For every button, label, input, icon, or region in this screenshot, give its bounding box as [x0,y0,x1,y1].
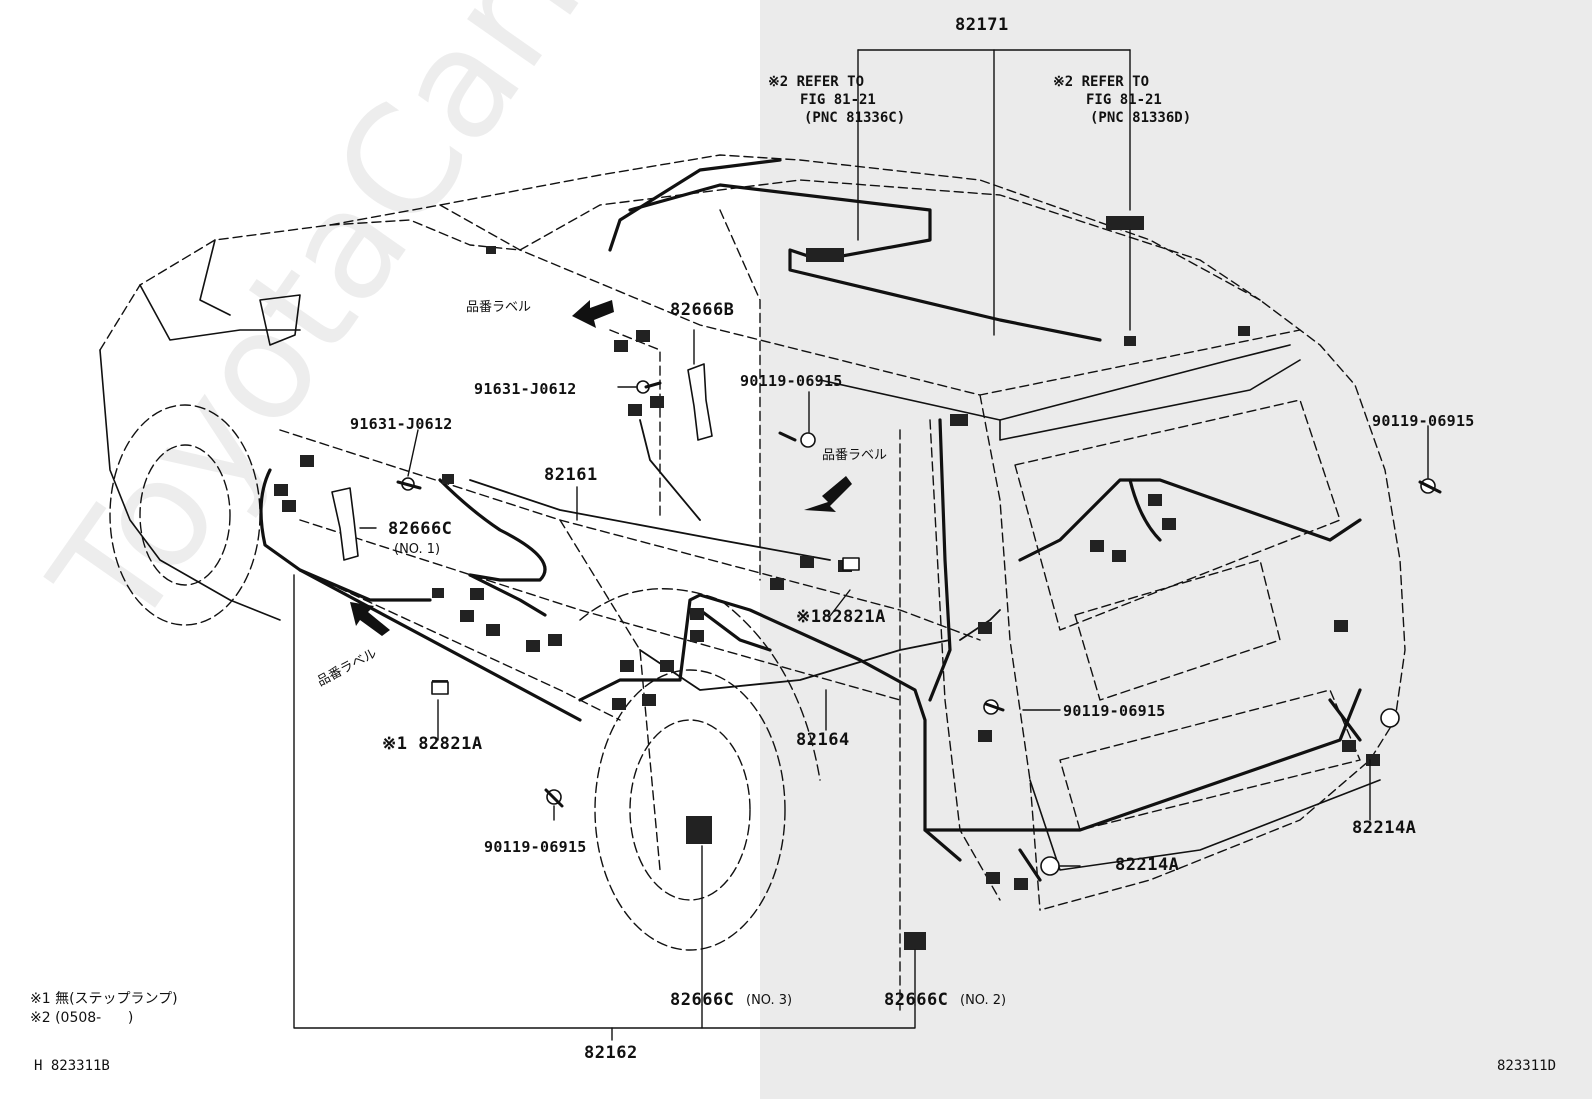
diagram-code-right: 823311D [1497,1058,1557,1074]
label-no3: (NO. 3) [746,993,793,1008]
label-82171: 82171 [955,15,1009,35]
shaded-region [760,0,1592,1099]
refer-left-line1: ※2 REFER TO [768,74,865,90]
label-82164: 82164 [796,730,850,750]
label-82162: 82162 [584,1043,638,1063]
refer-right-line3: (PNC 81336D) [1090,110,1192,126]
label-82214A-mid: 82214A [1115,855,1180,875]
label-no1: (NO. 1) [394,542,441,557]
label-91631-left: 91631-J0612 [350,415,453,433]
refer-right-line1: ※2 REFER TO [1053,74,1150,90]
label-90119-bottom: 90119-06915 [484,838,587,856]
refer-left-line3: (PNC 81336C) [804,110,906,126]
connectors [274,216,1380,950]
label-82666C-no1: 82666C [388,519,453,539]
label-82214A-right: 82214A [1352,818,1417,838]
refer-left-line2: FIG 81-21 [800,92,876,108]
vehicle-body-outline [99,154,1406,1011]
label-82821A-mid: ※182821A [796,607,886,627]
label-90119-lower: 90119-06915 [1063,702,1166,720]
footnote-1: ※1 無(ステップランプ) [30,991,178,1007]
label-90119-mid: 90119-06915 [740,372,843,390]
part-number-label-tag-1: 品番ラベル [466,300,532,315]
vehicle-body-solid [99,239,1381,871]
label-90119-right: 90119-06915 [1372,412,1475,430]
part-number-label-tag-2: 品番ラベル [822,448,888,463]
diagram-code-left: H 823311B [34,1058,110,1074]
label-82666C-no2: 82666C [884,990,949,1010]
refer-right-line2: FIG 81-21 [1086,92,1162,108]
thin-wires [469,419,1001,691]
label-82821A-left: ※1 82821A [382,734,483,754]
footnote-2: ※2 (0508- ) [30,1010,134,1026]
label-no2: (NO. 2) [960,993,1007,1008]
label-82161: 82161 [544,465,598,485]
label-82666C-no3: 82666C [670,990,735,1010]
bolts [396,381,1442,808]
direction-arrows [350,300,852,636]
label-91631-top: 91631-J0612 [474,380,577,398]
leader-lines [293,49,1429,1041]
label-82666B: 82666B [670,300,735,320]
